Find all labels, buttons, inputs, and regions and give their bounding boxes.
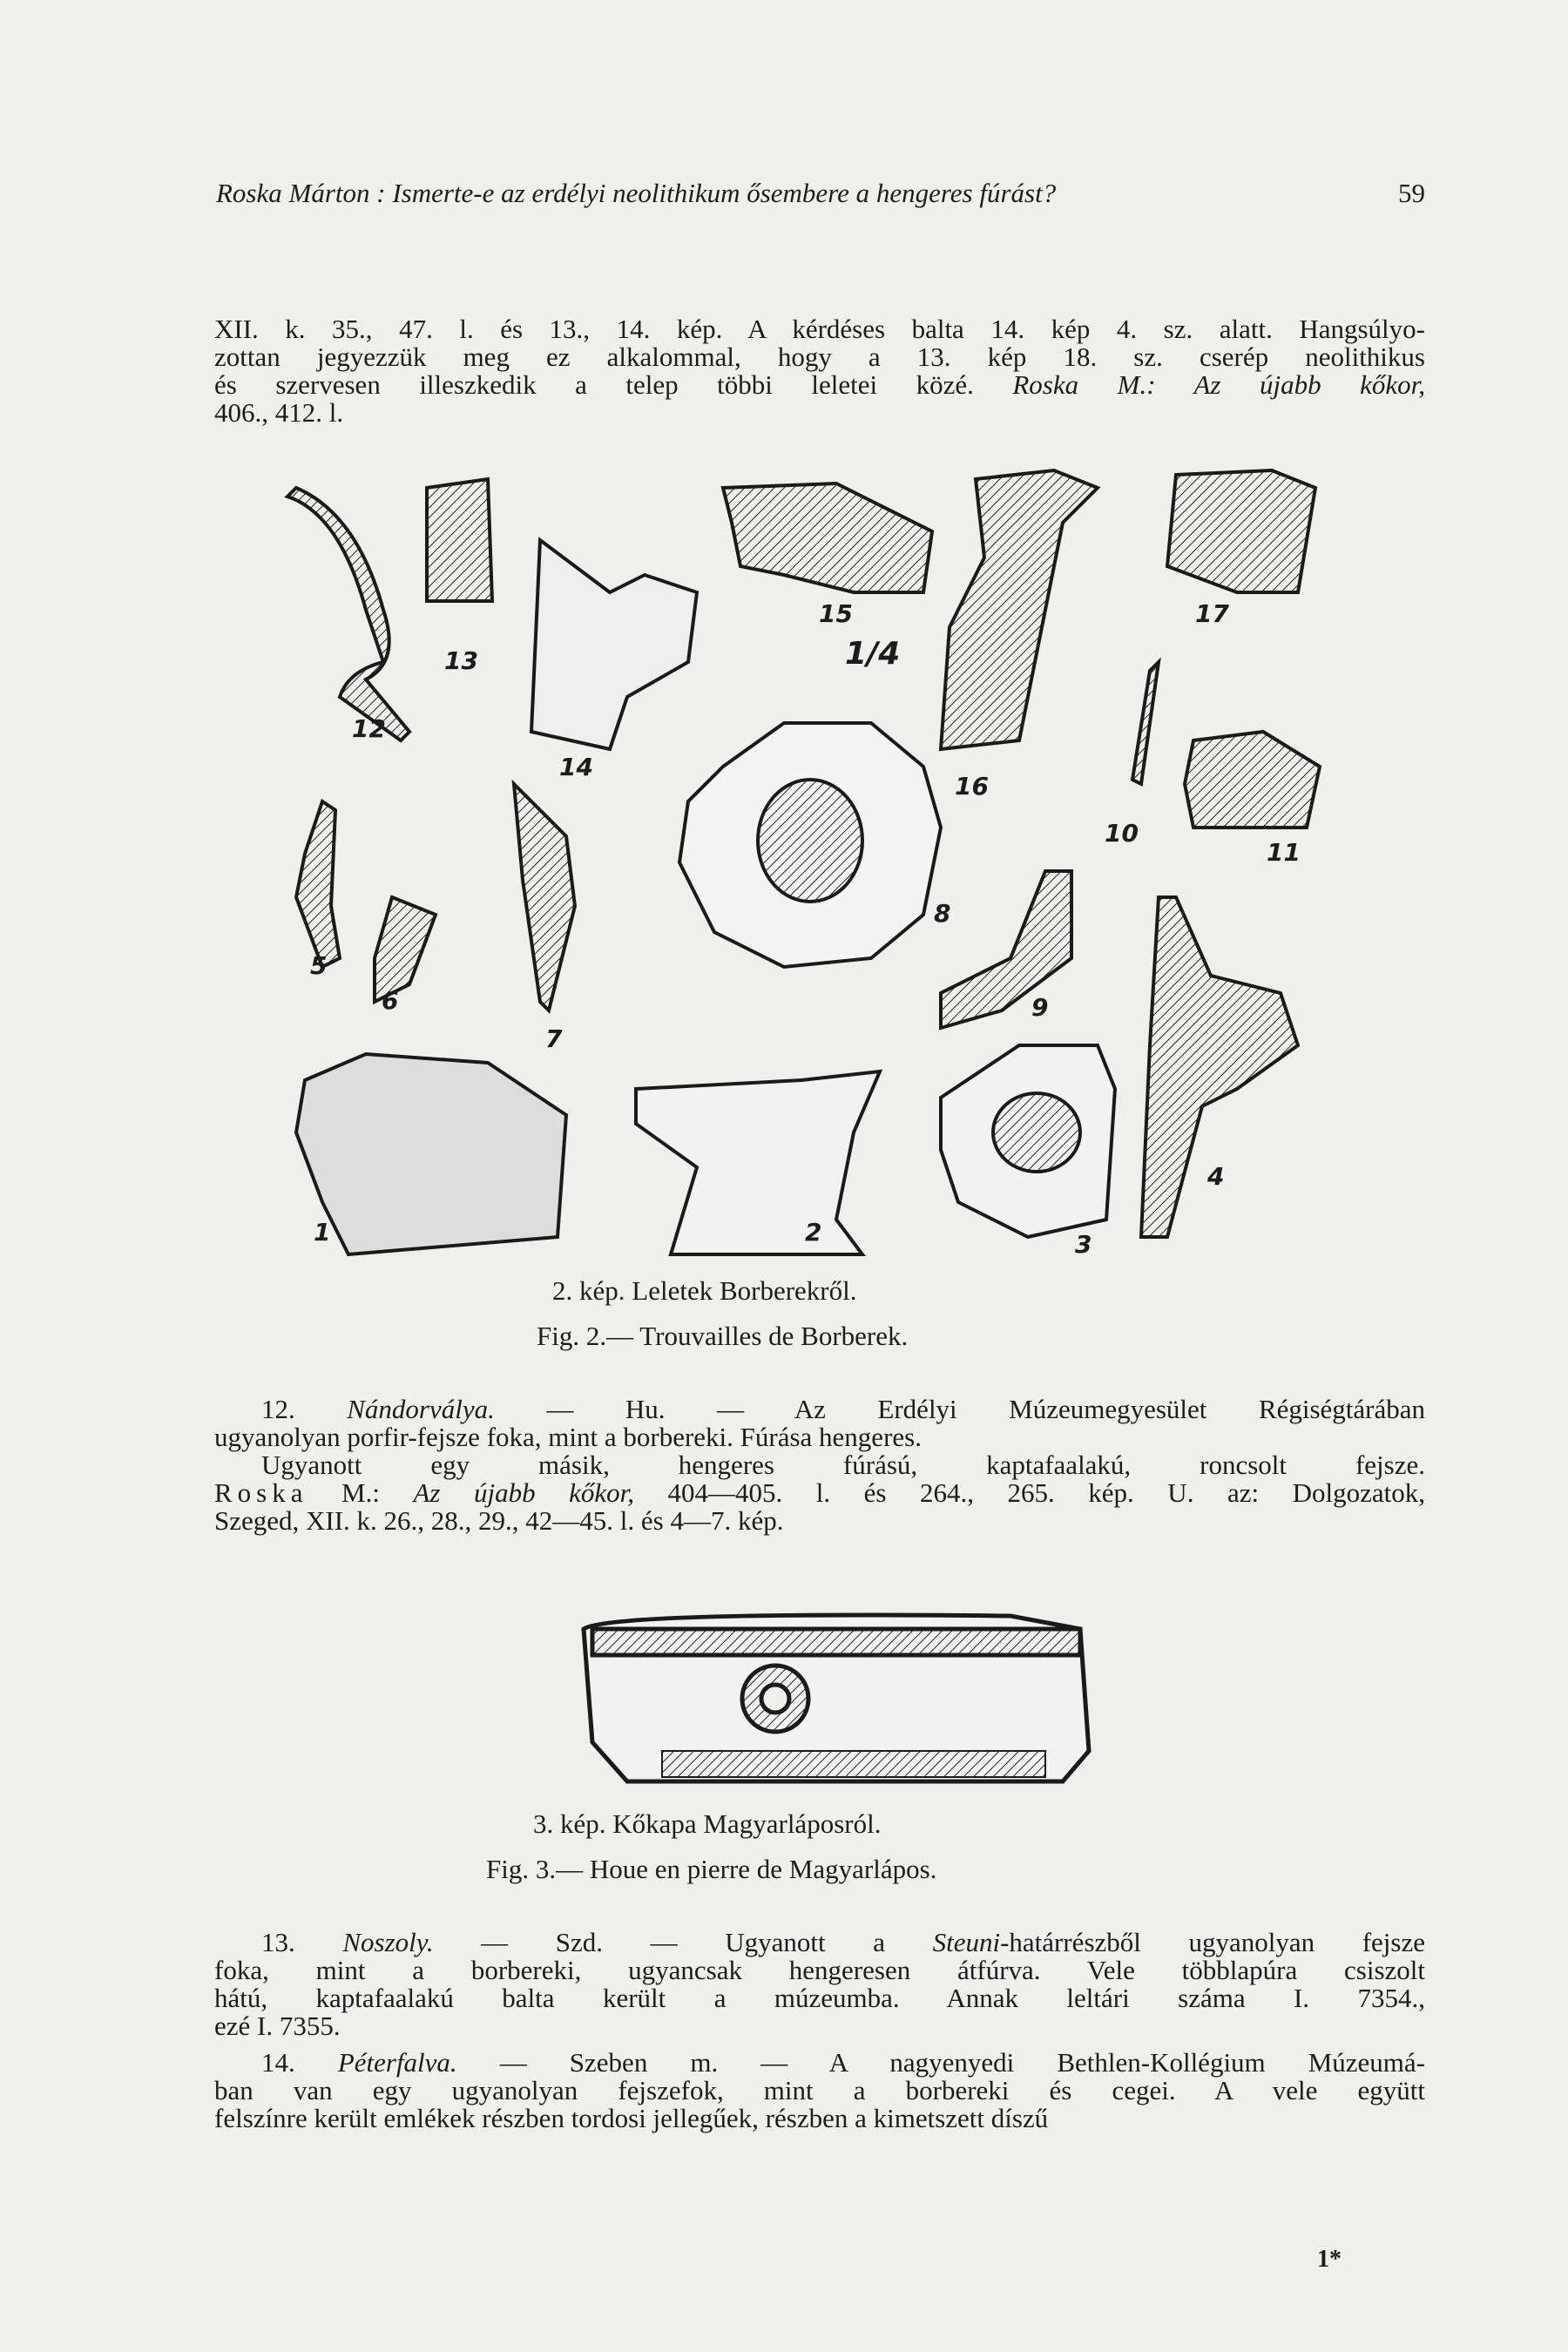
fragment-14 <box>529 537 700 752</box>
figure-3-drawing <box>581 1612 1092 1784</box>
text-segment: hátú, kaptafaalakú balta került a múzeum… <box>214 1983 1425 2013</box>
fragment-10 <box>1130 657 1161 787</box>
text-segment: Roska <box>214 1477 308 1508</box>
figure-label: 17 <box>1195 599 1229 628</box>
text-line: és szervesen illeszkedik a telep többi l… <box>214 371 1425 399</box>
page-number: 59 <box>1398 178 1425 208</box>
figure-label: 6 <box>382 986 399 1015</box>
text-segment: — Szd. — Ugyanott a <box>433 1927 933 1957</box>
paragraph-top: XII. k. 35., 47. l. és 13., 14. kép. A k… <box>214 315 1425 427</box>
figure-label: 14 <box>559 753 593 781</box>
text-segment: Steuni <box>932 1927 1001 1957</box>
fragment-2 <box>634 1069 883 1256</box>
text-segment: — Szeben m. — A nagyenyedi Bethlen-Kollé… <box>456 2047 1426 2078</box>
fragment-13 <box>425 476 495 603</box>
text-line: Roska M.: Az újabb kőkor, 404—405. l. és… <box>214 1479 1425 1507</box>
text-line: 14. Péterfalva. — Szeben m. — A nagyenye… <box>214 2049 1425 2077</box>
text-segment: M.: <box>308 1477 414 1508</box>
text-line: ezé I. 7355. <box>214 2012 1425 2040</box>
figure-label: 3 <box>1075 1230 1092 1259</box>
fragment-9 <box>939 869 1073 1031</box>
paragraph-13: 13. Noszoly. — Szd. — Ugyanott a Steuni-… <box>214 1929 1425 2040</box>
text-line: zottan jegyezzük meg ez alkalommal, hogy… <box>214 343 1425 371</box>
scale-label: 1/4 <box>845 636 901 672</box>
fragment-12 <box>284 485 412 743</box>
figure-label: 1 <box>314 1218 331 1247</box>
text-segment: — Hu. — Az Erdélyi Múzeumegyesület Régis… <box>494 1394 1425 1424</box>
figure-3-caption-hu: 3. kép. Kőkapa Magyarláposról. <box>533 1808 882 1839</box>
figure-label: 16 <box>955 772 989 801</box>
figure-2-caption-fr: Fig. 2.— Trouvailles de Borberek. <box>537 1321 909 1351</box>
text-line: foka, mint a borbereki, ugyancsak henger… <box>214 1957 1425 1984</box>
figure-label: 11 <box>1267 838 1301 867</box>
running-title: Roska Márton : Ismerte-e az erdélyi neol… <box>216 178 1057 208</box>
text-line: ban van egy ugyanolyan fejszefok, mint a… <box>214 2077 1425 2105</box>
fragment-3-hole <box>991 1092 1082 1173</box>
text-line: Ugyanott egy másik, hengeres fúrású, kap… <box>214 1451 1425 1479</box>
text-segment: Szeged, XII. k. 26., 28., 29., 42—45. l.… <box>214 1505 784 1536</box>
figure-label: 4 <box>1207 1162 1225 1191</box>
figure-label: 7 <box>545 1024 563 1053</box>
text-segment: Ugyanott egy másik, hengeres fúrású, kap… <box>261 1450 1425 1480</box>
text-segment: 12. <box>261 1394 348 1424</box>
fragment-7 <box>511 779 578 1014</box>
text-line: Szeged, XII. k. 26., 28., 29., 42—45. l.… <box>214 1507 1425 1535</box>
fragment-15 <box>720 481 935 594</box>
text-line: 13. Noszoly. — Szd. — Ugyanott a Steuni-… <box>214 1929 1425 1957</box>
fragment-6 <box>373 895 438 1005</box>
fragment-8-hole <box>756 778 864 903</box>
fragment-5 <box>294 798 342 970</box>
figure-label: 8 <box>934 899 951 928</box>
text-segment: XII. k. 35., 47. l. és 13., 14. kép. A k… <box>214 314 1425 344</box>
figure-label: 5 <box>310 951 328 980</box>
text-line: 406., 412. l. <box>214 399 1425 427</box>
text-segment: 13. <box>261 1927 343 1957</box>
figure-label: 13 <box>444 646 478 675</box>
text-segment: zottan jegyezzük meg ez alkalommal, hogy… <box>214 341 1425 372</box>
text-segment: ban van egy ugyanolyan fejszefok, mint a… <box>214 2075 1425 2105</box>
text-line: XII. k. 35., 47. l. és 13., 14. kép. A k… <box>214 315 1425 343</box>
text-segment: Nándorválya. <box>347 1394 495 1424</box>
text-line: felszínre került emlékek részben tordosi… <box>214 2105 1425 2132</box>
text-segment: 14. <box>261 2047 338 2078</box>
figure-label: 2 <box>805 1218 822 1247</box>
figure-label: 9 <box>1031 993 1049 1022</box>
figure-label: 12 <box>352 714 386 743</box>
fragment-17 <box>1165 468 1318 594</box>
figure-label: 10 <box>1105 819 1139 848</box>
text-line: ugyanolyan porfir-fejsze foka, mint a bo… <box>214 1423 1425 1451</box>
paragraph-12: 12. Nándorválya. — Hu. — Az Erdélyi Múze… <box>214 1396 1425 1535</box>
fragment-1 <box>294 1051 569 1257</box>
running-header: Roska Márton : Ismerte-e az erdélyi neol… <box>216 178 1425 209</box>
text-segment: 404—405. l. és 264., 265. kép. U. az: Do… <box>634 1477 1425 1508</box>
fragment-11 <box>1182 729 1322 829</box>
fragment-16 <box>938 468 1101 752</box>
text-line: hátú, kaptafaalakú balta került a múzeum… <box>214 1984 1425 2012</box>
figure-label: 15 <box>819 599 853 628</box>
text-segment: 406., 412. l. <box>214 397 344 428</box>
figure-3-caption-fr: Fig. 3.— Houe en pierre de Magyarlápos. <box>486 1854 937 1884</box>
text-line: 12. Nándorválya. — Hu. — Az Erdélyi Múze… <box>214 1396 1425 1423</box>
paragraph-14: 14. Péterfalva. — Szeben m. — A nagyenye… <box>214 2049 1425 2132</box>
text-segment: foka, mint a borbereki, ugyancsak henger… <box>214 1955 1425 1985</box>
fragment-4 <box>1139 896 1301 1239</box>
text-segment: Péterfalva. <box>337 2047 457 2078</box>
figure-2-caption-hu: 2. kép. Leletek Borberekről. <box>552 1275 857 1306</box>
text-segment: ezé I. 7355. <box>214 2011 341 2041</box>
text-segment: -határrészből ugyanolyan fejsze <box>1000 1927 1425 1957</box>
text-segment: Noszoly. <box>342 1927 434 1957</box>
text-segment: ugyanolyan porfir-fejsze foka, mint a bo… <box>214 1422 922 1452</box>
signature-mark: 1* <box>1317 2246 1342 2273</box>
text-segment: felszínre került emlékek részben tordosi… <box>214 2103 1049 2133</box>
text-segment: Roska M.: Az újabb kőkor, <box>1012 369 1425 400</box>
text-segment: és szervesen illeszkedik a telep többi l… <box>214 369 1013 400</box>
text-segment: Az újabb kőkor, <box>413 1477 635 1508</box>
